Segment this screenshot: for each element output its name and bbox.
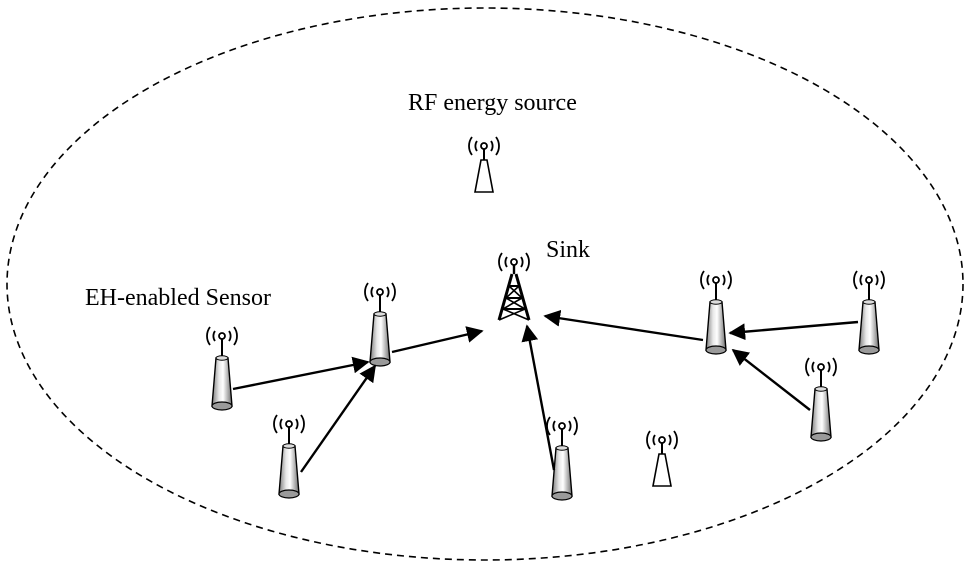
sensor-node-f bbox=[854, 271, 884, 354]
link-d-to-sink bbox=[527, 326, 554, 470]
link-a-to-b bbox=[233, 362, 368, 389]
sensor-label: EH-enabled Sensor bbox=[85, 285, 271, 311]
link-b-to-sink bbox=[392, 331, 482, 352]
rf-source-icon-top bbox=[469, 137, 499, 192]
rf-source-icon-bottom bbox=[647, 431, 677, 486]
link-f-to-e bbox=[730, 322, 858, 333]
sensor-node-e bbox=[701, 271, 731, 354]
sensor-node-b bbox=[365, 283, 395, 366]
link-c-to-b bbox=[301, 366, 375, 472]
sensor-node-a bbox=[207, 327, 237, 410]
link-g-to-e bbox=[733, 350, 810, 410]
link-e-to-sink bbox=[545, 316, 703, 340]
sink-label: Sink bbox=[546, 237, 590, 263]
sink-tower-icon bbox=[499, 253, 529, 320]
rf-source-label: RF energy source bbox=[408, 90, 577, 116]
sensor-node-g bbox=[806, 358, 836, 441]
sensor-node-c bbox=[274, 415, 304, 498]
